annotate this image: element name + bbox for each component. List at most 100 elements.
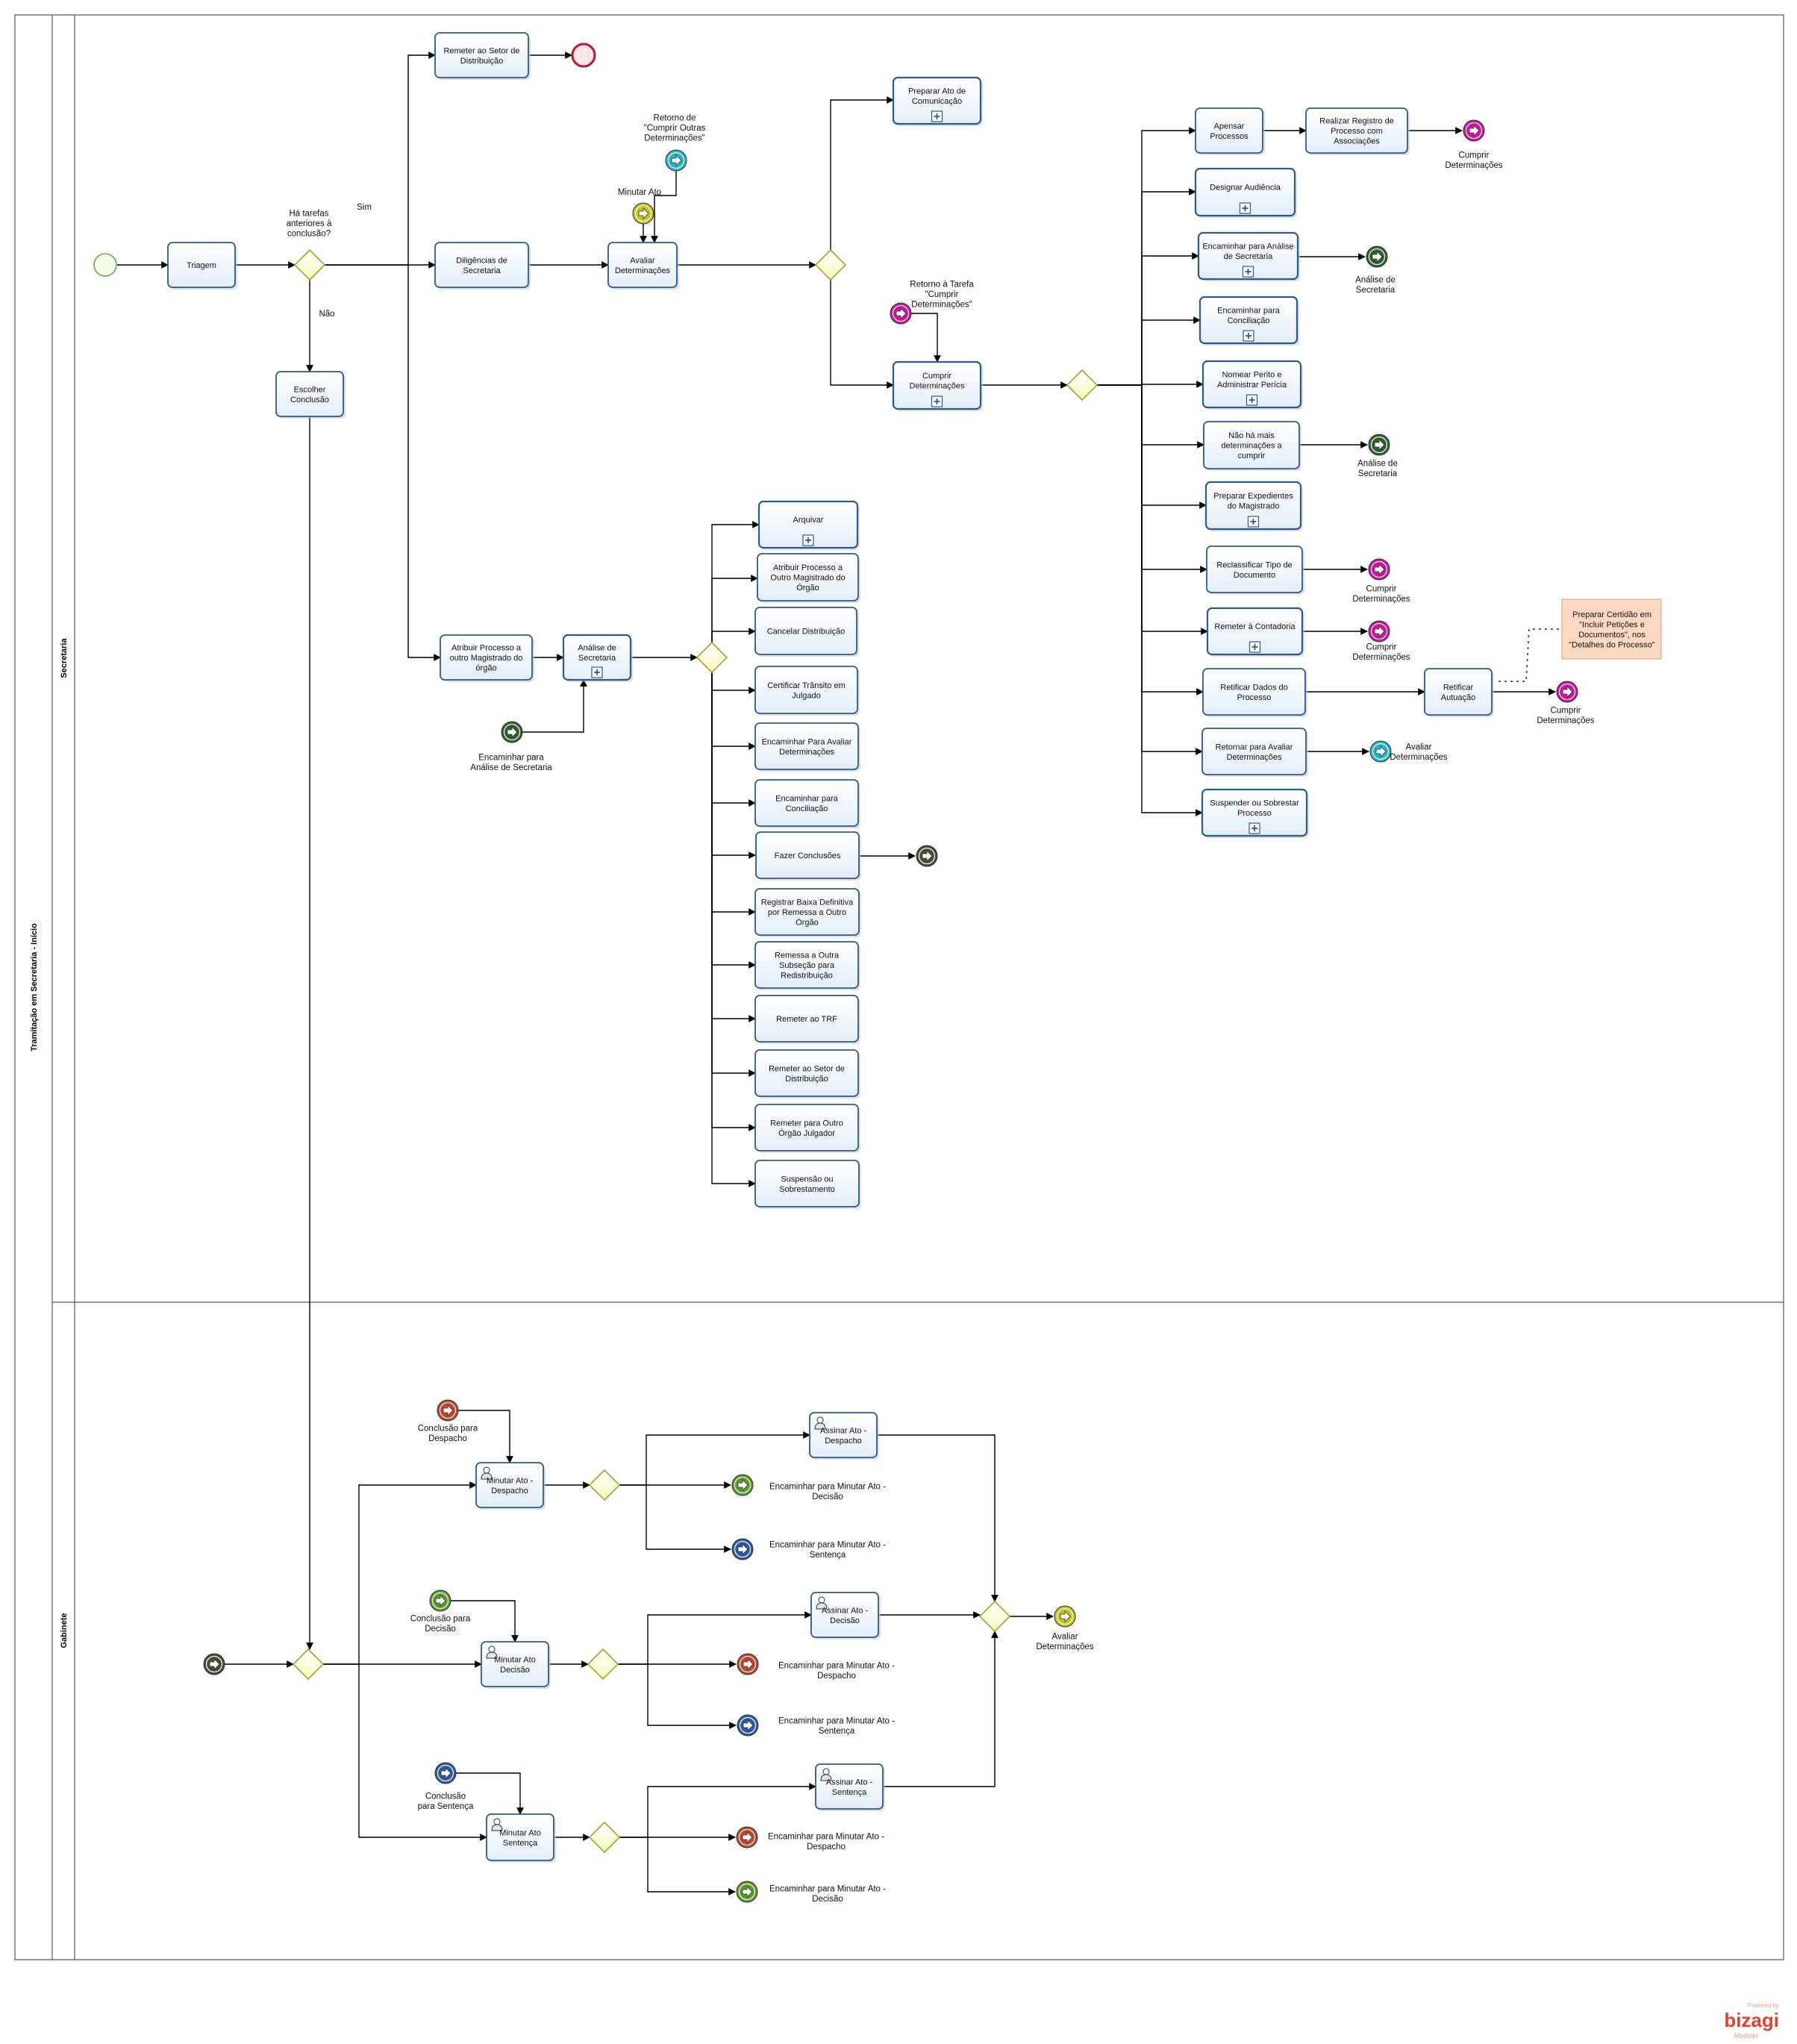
exclusive-gateway[interactable]: [814, 249, 847, 281]
sequence-flow: [711, 657, 756, 807]
link-event-avaliar[interactable]: [1369, 740, 1392, 763]
task-assinar-sentenca[interactable]: Assinar Ato -Sentença: [815, 1763, 885, 1811]
task-triagem[interactable]: Triagem: [167, 242, 237, 290]
link-event-cumprir-3[interactable]: [1368, 620, 1390, 643]
link-arrow-icon: [1374, 625, 1385, 637]
link-event-gabinete-start[interactable]: [203, 1653, 225, 1675]
link-event-g1-sentenca[interactable]: [731, 1538, 754, 1560]
exclusive-gateway[interactable]: [293, 249, 326, 281]
link-event-enc-analise[interactable]: [501, 721, 523, 743]
link-event-conclusao-despacho[interactable]: [437, 1399, 459, 1422]
sequence-flow: [651, 171, 677, 243]
start-event[interactable]: [93, 253, 117, 277]
end-event[interactable]: [571, 43, 596, 68]
task-designar[interactable]: Designar Audiência: [1194, 167, 1297, 218]
link-event-cumprir-4[interactable]: [1556, 681, 1578, 703]
exclusive-gateway[interactable]: [587, 1648, 619, 1681]
link-event-avaliar-gab[interactable]: [1054, 1605, 1076, 1628]
sequence-flow: [646, 1485, 731, 1553]
exclusive-gateway[interactable]: [588, 1469, 621, 1501]
task-label-fazer-conclusoes: Fazer Conclusões: [775, 851, 841, 860]
link-event-g2-sentenca[interactable]: [737, 1714, 759, 1737]
link-event-cumprir-2[interactable]: [1368, 558, 1390, 581]
link-event-cumprir-1[interactable]: [1463, 119, 1485, 142]
user-task-icon: [491, 1818, 503, 1831]
task-arquivar[interactable]: Arquivar: [757, 500, 860, 550]
exclusive-gateway[interactable]: [978, 1600, 1011, 1633]
link-event-g2-despacho[interactable]: [737, 1653, 759, 1675]
link-event-fazer-conclusoes[interactable]: [916, 845, 938, 867]
link-event-retorno-tarefa[interactable]: [890, 302, 912, 325]
exclusive-gateway[interactable]: [588, 1821, 621, 1854]
label-nao: Não: [319, 310, 334, 319]
exclusive-gateway[interactable]: [1066, 369, 1098, 401]
task-minutar-despacho[interactable]: Minutar Ato -Despacho: [475, 1462, 546, 1510]
link-event-retorno-outras[interactable]: [665, 149, 687, 172]
task-cancelar[interactable]: Cancelar Distribuição: [754, 607, 859, 657]
sequence-flow: [522, 679, 587, 733]
link-event-g3-decisao[interactable]: [736, 1881, 758, 1903]
link-event-g3-despacho[interactable]: [736, 1826, 758, 1848]
link-event-conclusao-sentenca[interactable]: [434, 1762, 457, 1784]
exclusive-gateway[interactable]: [292, 1648, 325, 1681]
task-assinar-despacho[interactable]: Assinar Ato -Despacho: [809, 1412, 879, 1460]
link-event-analise-2[interactable]: [1368, 434, 1390, 456]
label-sim: Sim: [357, 203, 372, 212]
link-event-g1-decisao[interactable]: [731, 1474, 754, 1496]
sequence-flow: [456, 1772, 524, 1815]
link-event-analise-1[interactable]: [1366, 246, 1388, 268]
task-remeter-trf[interactable]: Remeter ao TRF: [754, 995, 860, 1044]
task-fazer-conclusoes[interactable]: Fazer Conclusões: [755, 831, 861, 881]
sequence-flow: [618, 1611, 812, 1665]
task-assinar-decisao[interactable]: Assinar Ato -Decisão: [810, 1592, 881, 1640]
link-event-conclusao-decisao[interactable]: [429, 1590, 451, 1612]
exclusive-gateway[interactable]: [696, 641, 728, 674]
sequence-flow: [325, 51, 436, 266]
task-remeter-contadoria[interactable]: Remeter à Contadoria: [1206, 607, 1304, 657]
link-event-minutar-ato[interactable]: [632, 202, 654, 225]
